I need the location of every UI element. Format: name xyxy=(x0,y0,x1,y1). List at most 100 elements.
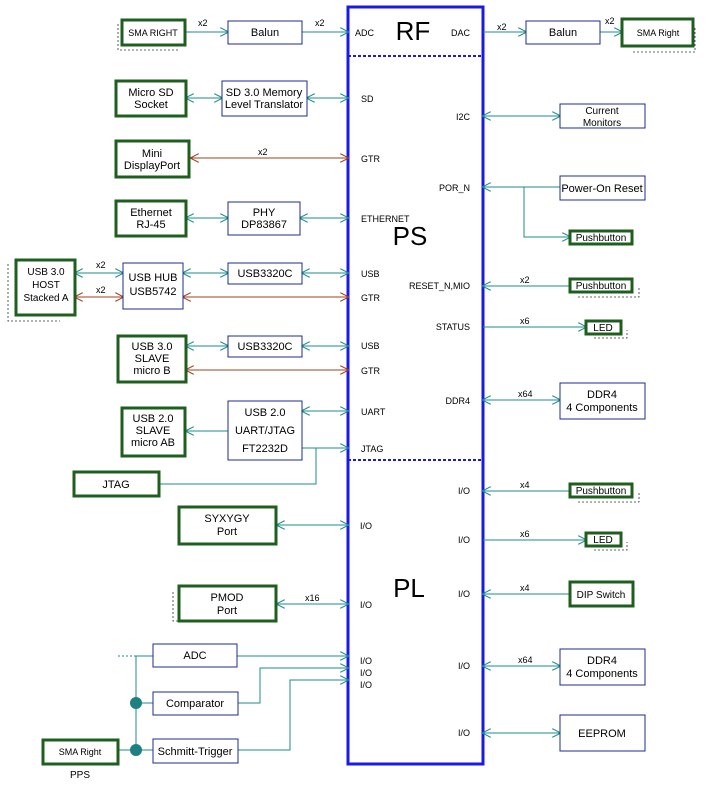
svg-text:micro AB: micro AB xyxy=(131,437,175,449)
current-monitors: Current Monitors xyxy=(559,103,646,129)
svg-text:Current: Current xyxy=(585,106,619,117)
dip-switch: DIP Switch xyxy=(568,580,635,608)
svg-text:4 Components: 4 Components xyxy=(566,402,638,414)
svg-text:4 Components: 4 Components xyxy=(566,668,638,680)
port-io: I/O xyxy=(360,656,372,666)
svg-text:Comparator: Comparator xyxy=(166,698,224,710)
bus-label: x2 xyxy=(520,275,530,285)
port-uart: UART xyxy=(361,407,386,417)
svg-text:Mini: Mini xyxy=(142,148,162,160)
svg-text:Balun: Balun xyxy=(549,27,577,39)
syzygy-port: SYXYGY Port xyxy=(177,505,278,546)
port-status: STATUS xyxy=(436,322,470,332)
port-adc: ADC xyxy=(355,28,375,38)
svg-text:Balun: Balun xyxy=(251,27,279,39)
svg-text:Micro SD: Micro SD xyxy=(128,87,173,99)
soc-outline xyxy=(346,5,485,766)
link-comparator-io xyxy=(238,668,348,704)
svg-text:Stacked A: Stacked A xyxy=(23,293,68,304)
junction-dot xyxy=(130,697,142,709)
svg-text:SLAVE: SLAVE xyxy=(136,425,171,437)
port-por-n: POR_N xyxy=(439,183,470,193)
port-gtr: GTR xyxy=(361,293,380,303)
bus-label: x2 xyxy=(605,16,615,26)
sma-right-label: SMA RIGHT xyxy=(128,28,178,38)
svg-text:SYXYGY: SYXYGY xyxy=(204,513,250,525)
port-io: I/O xyxy=(360,680,372,690)
usb-hub-usb5742: USB HUB USB5742 xyxy=(122,262,184,310)
svg-text:SLAVE: SLAVE xyxy=(135,353,170,365)
svg-text:DisplayPort: DisplayPort xyxy=(124,160,180,172)
svg-text:USB 2.0: USB 2.0 xyxy=(133,413,174,425)
led-pl: LED xyxy=(584,531,628,551)
eeprom: EEPROM xyxy=(559,714,646,752)
schmitt-trigger-block: Schmitt-Trigger xyxy=(152,738,239,764)
svg-text:USB5742: USB5742 xyxy=(129,286,176,298)
junction-dot xyxy=(130,744,142,756)
ddr4-ps: DDR4 4 Components xyxy=(559,382,646,420)
pushbutton-por: Pushbutton xyxy=(568,229,634,246)
pushbutton-reset: Pushbutton xyxy=(568,277,640,298)
link-jtag-connector xyxy=(160,448,317,485)
soc-port-labels: ADC DAC SD GTR ETHERNET USB GTR USB GTR … xyxy=(355,28,470,738)
sma-connector-right: SMA Right xyxy=(620,17,696,53)
led-status: LED xyxy=(584,319,628,339)
bus-label: x4 xyxy=(520,583,530,593)
svg-text:DIP Switch: DIP Switch xyxy=(577,590,626,601)
port-io: I/O xyxy=(360,600,372,610)
sma-connector-left: SMA RIGHT xyxy=(117,18,187,51)
svg-text:LED: LED xyxy=(593,535,612,546)
bus-label: x6 xyxy=(520,529,530,539)
port-gtr: GTR xyxy=(361,366,380,376)
micro-sd-socket: Micro SD Socket xyxy=(114,79,188,118)
bus-label: x2 xyxy=(315,18,325,28)
port-io: I/O xyxy=(458,486,470,496)
bus-label: x2 xyxy=(258,147,268,157)
svg-text:LED: LED xyxy=(593,323,612,334)
svg-text:JTAG: JTAG xyxy=(102,479,129,491)
svg-text:DP83867: DP83867 xyxy=(241,219,287,231)
svg-text:EEPROM: EEPROM xyxy=(578,728,626,740)
svg-text:Port: Port xyxy=(217,605,237,617)
svg-text:Power-On Reset: Power-On Reset xyxy=(561,183,642,195)
usb3320c-phy-1: USB3320C xyxy=(227,262,303,285)
port-i2c: I2C xyxy=(456,112,471,122)
bus-label: x16 xyxy=(305,593,320,603)
svg-text:USB 3.0: USB 3.0 xyxy=(27,267,65,278)
svg-text:Ethernet: Ethernet xyxy=(130,207,172,219)
comparator-block: Comparator xyxy=(152,691,239,716)
bus-label: x2 xyxy=(497,22,507,32)
link-schmitt-io xyxy=(238,680,348,751)
balun-left: Balun xyxy=(227,20,303,45)
bus-labels: x2 x2 x2 x2 x2 x2 x2 x2 x6 x64 x4 x6 x4 … xyxy=(96,16,615,665)
balun-right: Balun xyxy=(525,20,601,45)
port-reset-n: RESET_N,MIO xyxy=(409,281,470,291)
svg-text:Monitors: Monitors xyxy=(583,118,621,129)
svg-text:SD 3.0 Memory: SD 3.0 Memory xyxy=(226,87,303,99)
svg-text:ADC: ADC xyxy=(183,650,206,662)
port-io: I/O xyxy=(458,589,470,599)
bus-label: x6 xyxy=(520,316,530,326)
svg-text:Socket: Socket xyxy=(134,99,168,111)
left-blocks: SMA RIGHT Balun Micro SD Socket SD 3.0 M… xyxy=(7,18,308,781)
port-io: I/O xyxy=(360,521,372,531)
svg-text:Pushbutton: Pushbutton xyxy=(576,233,627,244)
bus-label: x2 xyxy=(198,18,208,28)
right-blocks: Balun SMA Right Current Monitors Power-O… xyxy=(525,17,696,752)
svg-text:FT2232D: FT2232D xyxy=(242,443,288,455)
port-sd: SD xyxy=(361,94,374,104)
svg-text:micro B: micro B xyxy=(133,365,170,377)
svg-text:HOST: HOST xyxy=(32,280,60,291)
port-usb: USB xyxy=(361,269,380,279)
port-jtag: JTAG xyxy=(361,444,383,454)
connections xyxy=(75,32,622,751)
usb3-slave-connector: USB 3.0 SLAVE micro B xyxy=(116,334,188,384)
port-io: I/O xyxy=(360,668,372,678)
svg-text:SMA Right: SMA Right xyxy=(59,747,102,757)
pushbutton-pl: Pushbutton xyxy=(568,482,640,503)
svg-text:PHY: PHY xyxy=(253,207,276,219)
jtag-connector: JTAG xyxy=(72,470,161,498)
port-io: I/O xyxy=(458,535,470,545)
port-dac: DAC xyxy=(451,28,471,38)
